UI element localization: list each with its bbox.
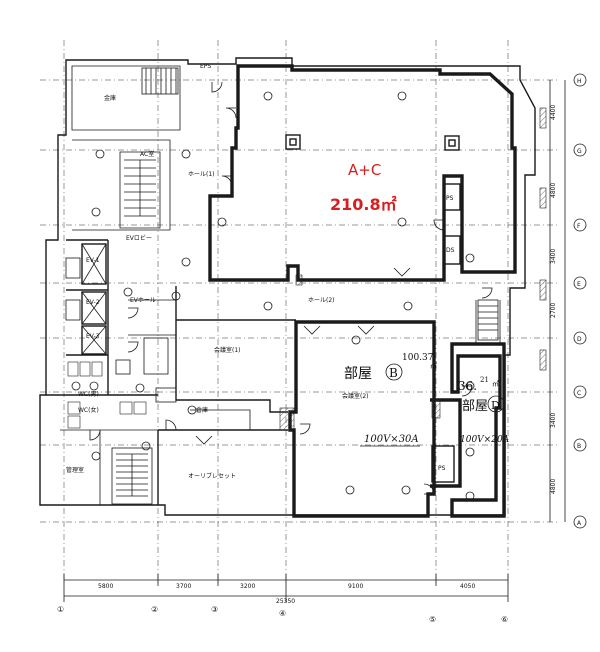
- doors: [89, 81, 493, 495]
- unit-b-outline: [288, 320, 436, 518]
- label-office2: 会議室(1): [214, 346, 241, 354]
- col-marker-6: ⑥: [501, 615, 508, 624]
- row-marker-b: B: [577, 443, 581, 450]
- dim-bottom-3: 3200: [240, 583, 255, 590]
- shafts: [115, 183, 461, 483]
- stair-bottom: [111, 447, 153, 505]
- elevator-shafts: [65, 243, 107, 355]
- unit-d-name: 部屋: [462, 399, 488, 414]
- col-marker-4: ④: [279, 609, 286, 618]
- unit-d-area: 36.: [458, 379, 477, 393]
- dim-right-1: 4400: [550, 105, 557, 120]
- label-ev2: EV-2: [86, 299, 100, 306]
- dim-bottom-total: 25350: [276, 598, 295, 605]
- dim-right-4: 2700: [550, 303, 557, 318]
- col-marker-3: ③: [211, 605, 218, 614]
- label-ev-lobby: EVロビー: [126, 234, 152, 242]
- unit-b-mark: B: [389, 366, 398, 380]
- interior-walls: [46, 239, 501, 505]
- column-markers: ① ② ③ ④ ⑤ ⑥: [57, 605, 508, 624]
- row-marker-h: H: [577, 78, 582, 85]
- unit-d-mark-circle: [487, 395, 505, 413]
- label-office3: 会議室(2): [342, 392, 369, 400]
- structural-columns: [279, 107, 547, 431]
- label-eps: EPS: [200, 63, 211, 70]
- building-outline: [39, 57, 536, 516]
- label-service: 管理室: [66, 466, 84, 474]
- col-marker-1: ①: [57, 605, 64, 614]
- unit-b-name: 部屋: [344, 366, 372, 382]
- label-store: 倉庫: [196, 406, 208, 414]
- right-dimensions: 4400 4800 3400 2700 3400 4800: [549, 80, 566, 522]
- row-marker-f: F: [577, 223, 581, 230]
- row-marker-c: C: [577, 390, 581, 397]
- room-labels: ホール(1) ホール(2) EVロビー EVホール EV-1 EV-2 EV-3…: [66, 63, 455, 480]
- label-kinko: 金庫: [104, 94, 116, 102]
- dim-right-2: 4800: [550, 183, 557, 198]
- row-marker-e: E: [577, 281, 581, 288]
- dim-bottom-5: 4050: [460, 583, 475, 590]
- unit-d-label: 部屋 D 36. 21 ㎡ 100V×20A: [458, 376, 510, 445]
- label-hall2: ホール(2): [308, 297, 335, 304]
- unit-d-mark: D: [491, 399, 500, 412]
- label-ac-room: AC室: [140, 150, 154, 158]
- unit-b-label: 部屋 B 100.37 ㎡ 100V×30A: [344, 353, 437, 447]
- label-ds: DS: [446, 247, 455, 254]
- unit-b-area: 100.37: [402, 353, 434, 363]
- stair-spiral: [119, 151, 161, 229]
- row-marker-a: A: [577, 520, 582, 527]
- col-marker-5: ⑤: [429, 615, 436, 624]
- unit-b-power: 100V×30A: [364, 434, 419, 445]
- unit-d-area-unit: ㎡: [492, 380, 499, 388]
- dim-bottom-2: 3700: [176, 583, 191, 590]
- grid-lines: [40, 40, 560, 585]
- unit-d-power: 100V×20A: [460, 435, 510, 445]
- stair-top: [141, 67, 179, 95]
- unit-b-area-unit: ㎡: [430, 362, 437, 370]
- dim-right-6: 4800: [550, 479, 557, 494]
- bottom-dimensions: 5800 3700 3200 9100 4050 25350: [63, 574, 509, 605]
- label-ev1: EV-1: [86, 257, 100, 264]
- wc-fixtures: [67, 361, 147, 429]
- unit-d-outline: [430, 342, 506, 518]
- label-ev3: EV-3: [86, 333, 100, 340]
- label-ps-bottom: PS: [438, 465, 446, 472]
- label-wc-m: WC(男): [78, 391, 99, 398]
- dim-bottom-4: 9100: [348, 583, 363, 590]
- unit-b-mark-circle: [385, 363, 403, 381]
- label-ps-top: PS: [446, 195, 454, 202]
- label-hall1: ホール(1): [188, 171, 215, 178]
- label-olive: オーリブレセット: [188, 472, 236, 480]
- row-markers: H G F E D C B A: [573, 73, 587, 529]
- dim-bottom-1: 5800: [98, 583, 113, 590]
- dim-right-5: 3400: [550, 413, 557, 428]
- label-ev-hall: EVホール: [130, 297, 156, 304]
- label-wc-f: WC(女): [78, 406, 99, 414]
- dim-right-3: 3400: [550, 249, 557, 264]
- row-marker-d: D: [577, 336, 582, 343]
- unit-ac-name: A+C: [348, 161, 381, 179]
- unit-ac-outline: [208, 64, 517, 282]
- unit-ac-label: A+C 210.8㎡: [330, 161, 397, 214]
- unit-ac-area: 210.8㎡: [330, 195, 397, 214]
- stair-right: [477, 299, 499, 341]
- col-marker-2: ②: [151, 605, 158, 614]
- row-marker-g: G: [577, 148, 582, 155]
- ceiling-symbols: [91, 91, 475, 501]
- unit-d-area-sup: 21: [480, 376, 489, 384]
